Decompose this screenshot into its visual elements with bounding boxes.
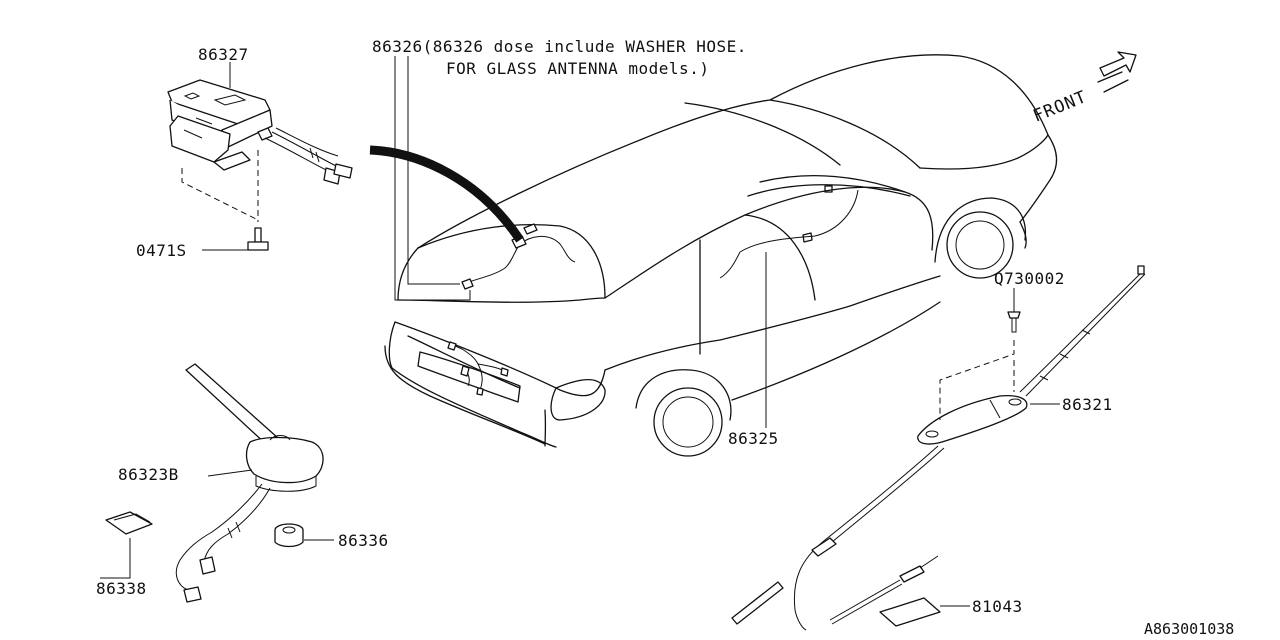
part-label-86338: 86338	[96, 579, 147, 598]
antenna-amplifier-86327	[167, 79, 353, 222]
part-label-86327: 86327	[198, 45, 249, 64]
part-label-86336: 86336	[338, 531, 389, 550]
station-wagon-illustration	[384, 54, 1058, 457]
figure-code: A863001038	[1144, 620, 1234, 638]
part-label-86323B: 86323B	[118, 465, 179, 484]
callout-arrow	[369, 145, 524, 243]
front-direction-indicator: FRONT	[1030, 51, 1137, 127]
leader-lines	[100, 56, 1060, 607]
note-86326-line2: FOR GLASS ANTENNA models.)	[446, 59, 709, 78]
roof-antenna-86323B	[105, 363, 324, 603]
part-label-Q730002: Q730002	[994, 269, 1065, 288]
part-label-0471S: 0471S	[136, 241, 187, 260]
bolt-0471S	[247, 227, 269, 251]
note-86326-line1: 86326(86326 dose include WASHER HOSE.	[372, 37, 747, 56]
front-arrow-icon	[1099, 51, 1137, 77]
part-label-86321: 86321	[1062, 395, 1113, 414]
part-label-86325: 86325	[728, 429, 779, 448]
front-label: FRONT	[1030, 87, 1090, 127]
pole-antenna-86321	[731, 265, 1146, 631]
part-label-81043: 81043	[972, 597, 1023, 616]
